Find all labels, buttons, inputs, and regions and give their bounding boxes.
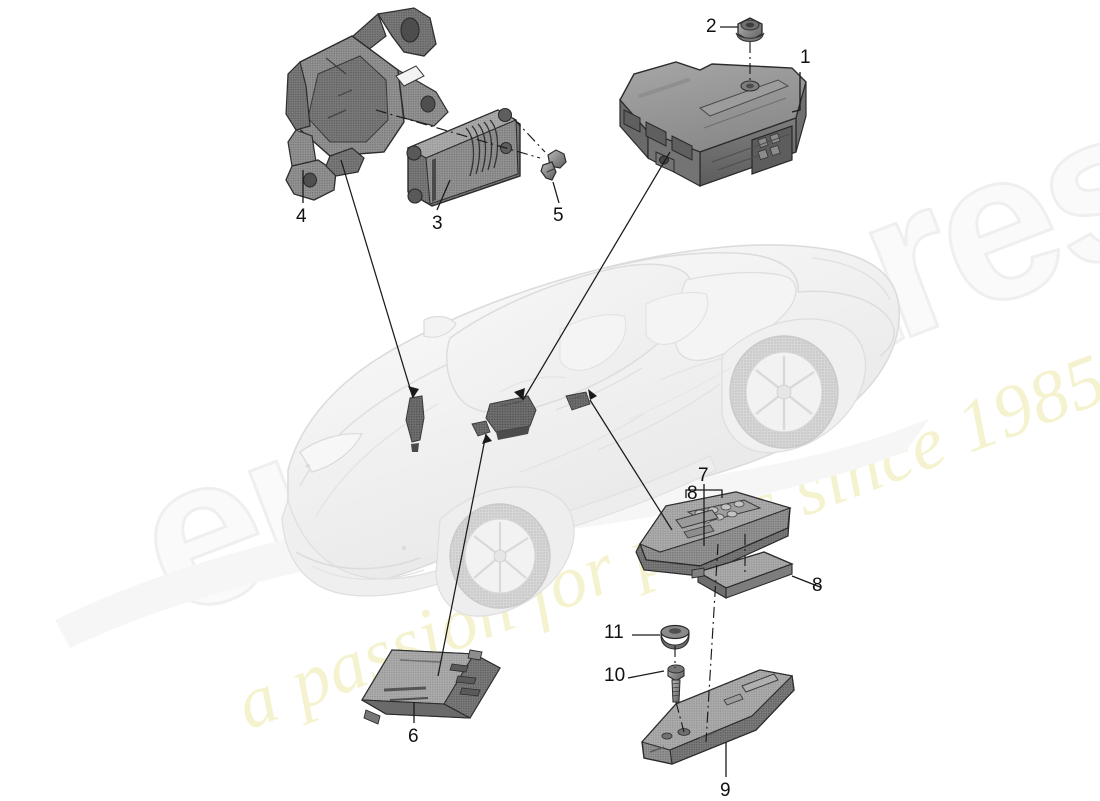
leader-8b [791,575,821,588]
arrowhead-module [514,388,525,400]
callout-number-11: 11 [604,622,624,643]
part-bolt [667,664,685,703]
incar-antenna-module [405,395,425,452]
callout-number-8-group: 8 [687,483,698,504]
pointer-bracket-to-car [340,159,414,399]
vehicle-body [55,244,930,648]
part-roof-console [635,491,792,577]
axis-amplifier-to-screw [512,117,546,153]
callout-number-2: 2 [706,16,717,37]
axis-bolt-to-panel [675,701,685,733]
axis-console-to-panel [705,543,719,743]
arrowhead-bracket [408,386,419,398]
incar-roof-console-sensor [565,391,591,411]
leader-1 [791,72,801,113]
callout-number-7: 7 [698,465,709,486]
incar-amplifier [485,395,537,440]
callout-number-3: 3 [432,213,443,234]
part-hex-nut [735,17,765,42]
pointer-module-to-car [522,151,671,401]
pointer-console-to-car [589,399,673,531]
callout-number-4: 4 [296,206,307,227]
callout-number-5: 5 [553,205,564,226]
leader-3 [436,179,451,211]
part-mounting-bracket [285,7,449,201]
callout-number-6: 6 [408,726,419,747]
arrowhead-console [588,389,597,400]
pointer-antenna-amp-to-car [437,433,487,677]
part-grommet [660,624,690,650]
leader-5 [552,181,560,204]
part-screw [540,149,567,181]
callout-number-1: 1 [800,47,811,68]
arrowhead-antenna-amp [482,434,492,444]
part-control-unit-module [619,61,807,188]
leader-10 [627,670,665,679]
incar-antenna-amplifier [471,420,491,437]
bracket-8-group [685,489,723,498]
callout-number-9: 9 [720,780,731,801]
part-antenna-amplifier [361,649,501,725]
callout-number-10: 10 [604,665,626,686]
callout-number-8-cover: 8 [812,575,823,596]
axis-bracket-to-amplifier [375,109,541,159]
